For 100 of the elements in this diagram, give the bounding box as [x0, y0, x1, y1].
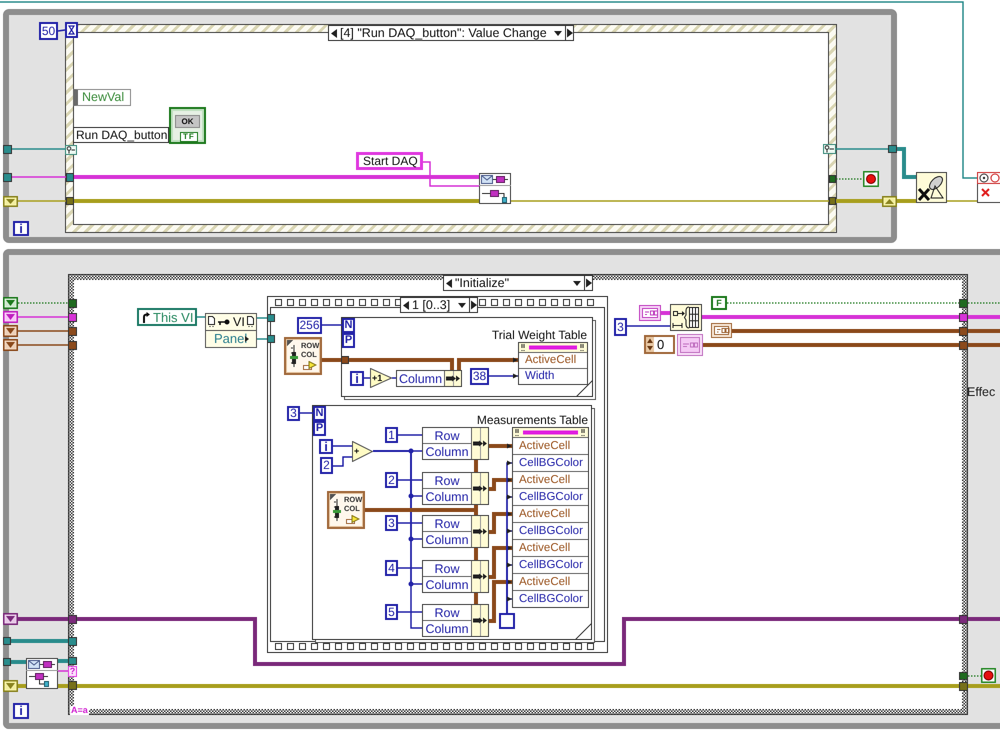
parallel-terminal: P — [313, 421, 326, 436]
wire — [457, 358, 518, 370]
color-box-constant — [499, 613, 515, 629]
numeric-constant: 38 — [470, 368, 489, 385]
wire — [333, 456, 352, 467]
control-value: 0 — [657, 337, 664, 352]
wire — [12, 148, 65, 150]
numeric-constant: 50 — [39, 22, 58, 40]
wire — [74, 199, 479, 203]
sequence-structure — [267, 296, 608, 653]
tunnel-icon — [68, 657, 77, 665]
refnum-constant-icon — [677, 334, 703, 356]
data-type-tag: TF — [180, 132, 198, 142]
shift-register-icon — [882, 196, 897, 207]
wire — [511, 200, 829, 202]
tunnel-icon — [3, 637, 11, 645]
wire — [661, 311, 670, 315]
circles-cross-icon — [977, 172, 1000, 203]
free-label: Effec — [967, 385, 996, 399]
property-item: ActiveCell — [513, 437, 588, 454]
property-item: CellBGColor — [513, 522, 588, 539]
queue-function-icon — [479, 173, 511, 204]
bundle-by-name-node — [396, 370, 462, 387]
wire — [897, 147, 916, 179]
property-item: Panel — [206, 331, 256, 347]
wire — [489, 444, 512, 448]
numeric-constant: 4 — [385, 560, 398, 576]
bundle-by-name-node — [422, 515, 489, 548]
iteration-terminal: i — [319, 439, 333, 454]
wire — [322, 358, 341, 362]
numeric-constant: 3 — [287, 406, 300, 421]
tunnel-icon — [3, 173, 12, 182]
event-structure — [65, 24, 837, 233]
string-constant: Start DAQ — [356, 152, 423, 170]
numeric-constant: 2 — [320, 457, 333, 474]
vi-reference-constant — [137, 308, 197, 326]
wire — [197, 316, 205, 318]
wire — [836, 178, 863, 180]
wire — [74, 175, 479, 179]
tunnel-icon — [68, 327, 77, 336]
wire — [968, 302, 1000, 304]
bundle-by-name-node — [422, 604, 489, 637]
wire — [968, 684, 1000, 688]
element-name: Row — [433, 428, 460, 443]
for-loop — [312, 405, 592, 640]
wire — [18, 617, 68, 621]
wire — [18, 316, 68, 318]
element-name: Row — [433, 561, 460, 576]
property-item: ActiveCell — [513, 539, 588, 556]
numeric-constant: 2 — [385, 472, 398, 488]
numeric-constant: 5 — [385, 604, 398, 620]
tunnel-icon — [959, 313, 968, 322]
tunnel-icon — [341, 356, 349, 364]
wire — [489, 478, 512, 491]
wire — [18, 684, 26, 688]
iteration-terminal: i — [13, 221, 29, 236]
numeric-constant: 1 — [385, 427, 398, 443]
event-terminal-icon — [823, 144, 836, 154]
boolean-constant: F — [711, 296, 727, 310]
wire — [12, 176, 66, 178]
wire — [58, 684, 68, 688]
queue-function-icon — [26, 658, 58, 689]
wire — [11, 639, 68, 643]
case-structure — [68, 274, 968, 715]
tunnel-icon — [959, 299, 968, 308]
wire — [947, 200, 977, 202]
event-terminal-icon — [65, 145, 77, 155]
wire — [398, 479, 422, 481]
wire — [300, 412, 313, 414]
case-option-tag: A=a — [70, 706, 89, 715]
numeric-constant: 3 — [614, 318, 627, 336]
tunnel-icon — [959, 327, 968, 336]
tunnel-icon — [267, 314, 275, 322]
property-item: Width — [519, 368, 587, 384]
wire — [58, 670, 68, 672]
tunnel-icon — [959, 615, 968, 624]
wire — [968, 315, 1000, 319]
shift-register-icon — [3, 297, 18, 309]
wire — [364, 377, 370, 379]
shift-register-icon — [3, 311, 18, 323]
shift-register-icon — [3, 613, 18, 625]
tunnel-icon — [68, 637, 77, 646]
wire — [897, 199, 916, 203]
wire — [18, 302, 68, 304]
iteration-terminal: i — [350, 371, 364, 386]
property-item: ActiveCell — [513, 471, 588, 488]
stop-button-icon — [863, 171, 879, 187]
add-function: + — [352, 441, 373, 462]
wire — [627, 325, 670, 327]
wire — [333, 445, 352, 447]
wire — [392, 377, 396, 379]
element-name: Row — [433, 516, 460, 531]
tunnel-icon — [66, 197, 74, 205]
shift-register-icon — [3, 339, 18, 351]
element-name: Column — [398, 371, 444, 386]
numeric-control — [644, 335, 675, 354]
wire — [58, 29, 66, 32]
tunnel-icon — [267, 335, 275, 343]
wire — [257, 317, 267, 319]
wire — [836, 148, 888, 150]
